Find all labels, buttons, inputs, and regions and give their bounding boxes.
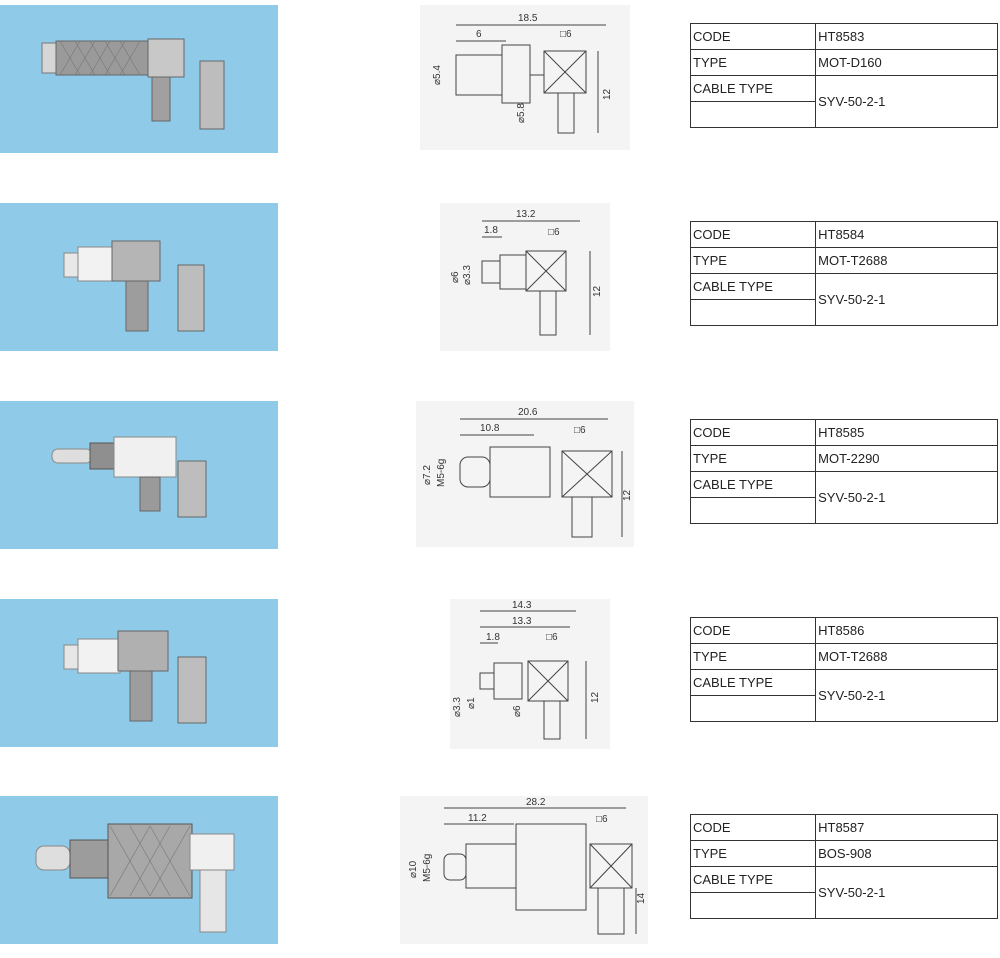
dimension-label: 20.6 [518, 407, 538, 418]
dimension-label: 12 [590, 691, 601, 703]
product-photo [0, 401, 278, 549]
dimension-drawing: 13.2 1.8 □6 ⌀6 ⌀3.3 12 [440, 203, 610, 351]
dimension-label: □6 [560, 29, 572, 40]
code-label: CODE [689, 221, 817, 248]
type-label: TYPE [689, 247, 817, 274]
type-label: TYPE [689, 445, 817, 472]
code-label: CODE [689, 23, 817, 50]
dimension-label: 13.2 [516, 209, 536, 220]
code-value: HT8585 [815, 419, 998, 446]
dimension-drawing: 14.3 13.3 1.8 □6 ⌀3.3 ⌀1 ⌀6 12 [450, 599, 610, 749]
code-value: HT8583 [815, 23, 998, 50]
dimension-label: M5-6g [436, 459, 447, 487]
empty-cell [689, 101, 817, 128]
dimension-label: ⌀5.4 [432, 65, 443, 85]
dimension-label: 13.3 [512, 616, 532, 627]
code-value: HT8586 [815, 617, 998, 644]
dimension-label: 1.8 [486, 632, 500, 643]
dimension-label: 14 [636, 892, 647, 904]
dimension-label: □6 [546, 632, 558, 643]
dimension-label: ⌀1 [466, 697, 477, 709]
dimension-label: ⌀5.8 [516, 103, 527, 123]
product-photo [0, 203, 278, 351]
cable-type-label: CABLE TYPE [689, 273, 817, 300]
dimension-drawing: 28.2 11.2 □6 ⌀10 M5-6g 14 [400, 796, 648, 944]
dimension-label: ⌀6 [512, 705, 523, 717]
empty-cell [689, 299, 817, 326]
code-label: CODE [689, 419, 817, 446]
code-label: CODE [689, 814, 817, 841]
cable-type-value: SYV-50-2-1 [815, 75, 998, 128]
dimension-label: ⌀3.3 [452, 697, 463, 717]
dimension-drawing: 18.5 6 □6 ⌀5.4 ⌀5.8 12 [420, 5, 630, 150]
product-photo [0, 5, 278, 153]
dimension-label: M5-6g [422, 854, 433, 882]
type-label: TYPE [689, 49, 817, 76]
type-value: MOT-T2688 [815, 643, 998, 670]
empty-cell [689, 695, 817, 722]
cable-type-label: CABLE TYPE [689, 75, 817, 102]
type-value: BOS-908 [815, 840, 998, 867]
product-photo [0, 796, 278, 944]
product-photo [0, 599, 278, 747]
empty-cell [689, 497, 817, 524]
type-value: MOT-2290 [815, 445, 998, 472]
dimension-label: ⌀10 [408, 860, 419, 878]
cable-type-value: SYV-50-2-1 [815, 273, 998, 326]
code-value: HT8587 [815, 814, 998, 841]
dimension-label: 10.8 [480, 423, 500, 434]
dimension-label: 28.2 [526, 797, 546, 808]
dimension-label: ⌀7.2 [422, 465, 433, 485]
dimension-label: 12 [592, 285, 603, 297]
dimension-drawing: 20.6 10.8 □6 ⌀7.2 M5-6g 12 [416, 401, 634, 547]
dimension-label: 6 [476, 29, 482, 40]
type-label: TYPE [689, 643, 817, 670]
dimension-label: ⌀3.3 [462, 265, 473, 285]
dimension-label: ⌀6 [450, 271, 461, 283]
cable-type-value: SYV-50-2-1 [815, 471, 998, 524]
dimension-label: □6 [548, 227, 560, 238]
dimension-label: 12 [602, 88, 613, 100]
cable-type-value: SYV-50-2-1 [815, 866, 998, 919]
cable-type-label: CABLE TYPE [689, 669, 817, 696]
dimension-label: □6 [574, 425, 586, 436]
dimension-label: 11.2 [468, 813, 487, 824]
type-value: MOT-T2688 [815, 247, 998, 274]
cable-type-label: CABLE TYPE [689, 866, 817, 893]
dimension-label: 14.3 [512, 600, 532, 611]
code-value: HT8584 [815, 221, 998, 248]
empty-cell [689, 892, 817, 919]
dimension-label: 1.8 [484, 225, 498, 236]
cable-type-value: SYV-50-2-1 [815, 669, 998, 722]
type-label: TYPE [689, 840, 817, 867]
cable-type-label: CABLE TYPE [689, 471, 817, 498]
code-label: CODE [689, 617, 817, 644]
type-value: MOT-D160 [815, 49, 998, 76]
dimension-label: 12 [622, 489, 633, 501]
dimension-label: 18.5 [518, 13, 538, 24]
dimension-label: □6 [596, 814, 608, 825]
